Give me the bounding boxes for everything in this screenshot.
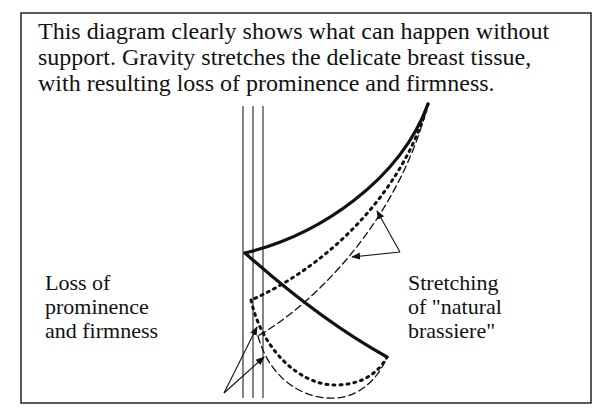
sagging-profile-lower xyxy=(258,336,387,398)
wall-line xyxy=(262,106,263,398)
pointer-arrow xyxy=(377,211,400,252)
annotation-label: Stretching of "natural brassiere" xyxy=(408,271,513,343)
pointer-arrows xyxy=(224,211,400,393)
stretched-profile-upper xyxy=(251,104,428,300)
pointer-arrow xyxy=(224,327,257,393)
sagging-profile-upper xyxy=(258,104,428,336)
annotation-label: Loss of prominence and firmness xyxy=(45,271,175,343)
frame xyxy=(21,13,591,403)
title-text: This diagram clearly shows what can happ… xyxy=(38,18,570,96)
breast-profiles xyxy=(245,104,428,398)
pointer-arrow xyxy=(224,357,264,393)
pointer-arrow xyxy=(352,252,400,257)
stretched-profile-lower xyxy=(251,300,387,385)
